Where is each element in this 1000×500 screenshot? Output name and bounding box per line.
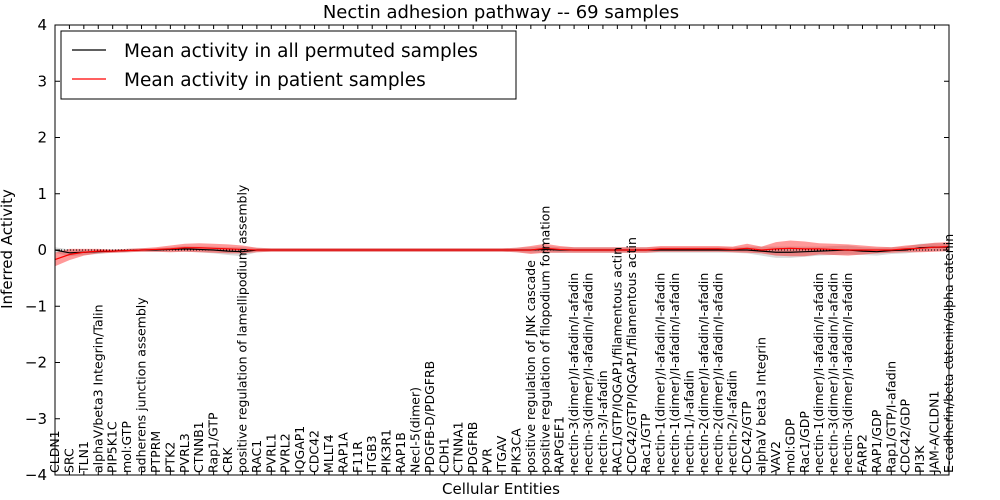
x-tick-label: positive regulation of lamellipodium ass… bbox=[234, 184, 249, 473]
x-tick-label: ITGB3 bbox=[364, 435, 379, 473]
x-tick-label: PDGFRB bbox=[465, 422, 480, 473]
x-tick-label: PTPRM bbox=[148, 431, 163, 473]
y-tick-label: −3 bbox=[25, 410, 47, 428]
x-tick-label: alphaV/beta3 Integrin/Talin bbox=[90, 305, 105, 474]
x-tick-label: adherens junction assembly bbox=[134, 297, 149, 473]
x-tick-label: MLLT4 bbox=[321, 434, 336, 473]
y-tick-label: 1 bbox=[37, 185, 47, 203]
x-tick-label: SRC bbox=[61, 448, 76, 473]
x-tick-label: nectin-3(dimer)/I-afadin/I-afadin bbox=[581, 273, 596, 473]
x-tick-label: alphaV beta3 Integrin bbox=[754, 337, 769, 473]
y-axis-ticks: −4 −3 −2 −1 0 1 2 3 4 bbox=[25, 16, 949, 484]
x-tick-label: JAM-A/CLDN1 bbox=[927, 391, 942, 474]
chart-title: Nectin adhesion pathway -- 69 samples bbox=[323, 2, 679, 23]
x-tick-label: CRK bbox=[220, 447, 235, 473]
x-tick-label: Rac1/GTP bbox=[638, 413, 653, 473]
band-mean-activity-in-patient-samples bbox=[55, 240, 949, 267]
x-tick-label: PIK3CA bbox=[508, 428, 523, 473]
x-tick-label: nectin-2(dimer)/I-afadin/I-afadin bbox=[696, 273, 711, 473]
x-tick-label: nectin-3/I-afadin bbox=[595, 370, 610, 473]
x-tick-label: PVRL1 bbox=[263, 433, 278, 473]
x-tick-label: PDGFB-D/PDGFRB bbox=[422, 361, 437, 473]
y-tick-label: −2 bbox=[25, 354, 47, 372]
x-tick-label: nectin-1(dimer)/I-afadin/I-afadin bbox=[811, 273, 826, 473]
x-tick-label: PIK3R1 bbox=[379, 429, 394, 473]
x-tick-label: positive regulation of JNK cascade bbox=[523, 260, 538, 473]
x-tick-label: CDC42/GDP bbox=[898, 398, 913, 473]
x-tick-label: RAC1 bbox=[249, 440, 264, 473]
x-tick-label: nectin-1/I-afadin bbox=[681, 370, 696, 473]
x-tick-label: VAV2 bbox=[768, 441, 783, 473]
x-tick-label: nectin-2/I-afadin bbox=[725, 370, 740, 473]
x-tick-label: RAP1/GDP bbox=[869, 409, 884, 473]
x-tick-label: PI3K bbox=[912, 445, 927, 473]
x-tick-label: ITGAV bbox=[494, 435, 509, 473]
x-tick-label: nectin-3(dimer)/I-afadin/I-afadin bbox=[826, 273, 841, 473]
x-tick-label: CDC42/GTP bbox=[739, 401, 754, 473]
x-tick-label: FARP2 bbox=[854, 434, 869, 473]
x-tick-label: F11R bbox=[350, 441, 365, 473]
legend-entry-label: Mean activity in all permuted samples bbox=[124, 41, 478, 62]
x-tick-label: mol:GTP bbox=[119, 421, 134, 473]
x-axis-label: Cellular Entities bbox=[442, 480, 560, 498]
x-tick-label: RAC1/GTP/IQGAP1/filamentous actin bbox=[609, 247, 624, 473]
x-tick-label: Rap1/GTP bbox=[206, 412, 221, 473]
x-tick-label: CTNNB1 bbox=[191, 421, 206, 473]
x-tick-label: mol:GDP bbox=[782, 418, 797, 473]
x-tick-label: nectin-1(dimer)/I-afadin/I-afadin bbox=[667, 273, 682, 473]
series-line-mean-activity-in-patient-samples bbox=[54, 246, 950, 261]
x-tick-label: CDH1 bbox=[436, 437, 451, 473]
legend-box bbox=[60, 30, 517, 100]
x-tick-label: RAP1A bbox=[335, 432, 350, 473]
x-tick-label: RAP1B bbox=[393, 432, 408, 473]
x-tick-label: E-cadherin/beta catenin/alpha catenin bbox=[941, 234, 956, 473]
y-tick-label: 2 bbox=[37, 129, 47, 147]
x-tick-label: positive regulation of filopodium format… bbox=[537, 206, 552, 473]
x-tick-label: CDC42/GTP/IQGAP1/filamentous actin bbox=[624, 237, 639, 473]
x-tick-label: Necl-5(dimer) bbox=[407, 387, 422, 473]
legend: Mean activity in all permuted samplesMea… bbox=[60, 30, 517, 100]
x-tick-label: PVRL2 bbox=[278, 433, 293, 473]
y-tick-label: 3 bbox=[37, 72, 47, 90]
x-tick-label: CTNNA1 bbox=[451, 421, 466, 473]
x-tick-label: TLN1 bbox=[76, 441, 91, 474]
x-tick-label: Rac1/GDP bbox=[797, 411, 812, 473]
y-tick-label: 0 bbox=[37, 241, 47, 259]
y-tick-label: −4 bbox=[25, 466, 47, 484]
x-tick-label: CDC42 bbox=[307, 430, 322, 473]
y-tick-label: −1 bbox=[25, 297, 47, 315]
y-tick-label: 4 bbox=[37, 16, 47, 34]
x-tick-label: nectin-3(dimer)/I-afadin/I-afadin bbox=[566, 273, 581, 473]
x-tick-label: nectin-3(dimer)/I-afadin/I-afadin bbox=[840, 273, 855, 473]
x-tick-label: Rap1/GTP/I-afadin bbox=[883, 361, 898, 473]
x-tick-label: CLDN1 bbox=[47, 430, 62, 473]
x-tick-label: PTK2 bbox=[162, 442, 177, 473]
x-tick-label: PVR bbox=[480, 448, 495, 473]
y-axis-label: Inferred Activity bbox=[0, 189, 16, 309]
plot-area bbox=[54, 240, 950, 267]
x-tick-label: PVRL3 bbox=[177, 433, 192, 473]
x-tick-label: nectin-1(dimer)/I-afadin/I-afadin bbox=[653, 273, 668, 473]
legend-entry-label: Mean activity in patient samples bbox=[124, 70, 426, 91]
x-tick-label: PIP5K1C bbox=[105, 421, 120, 473]
x-tick-label: nectin-2(dimer)/I-afadin/I-afadin bbox=[710, 273, 725, 473]
x-tick-label: IQGAP1 bbox=[292, 426, 307, 473]
x-tick-label: RAPGEF1 bbox=[552, 416, 567, 473]
